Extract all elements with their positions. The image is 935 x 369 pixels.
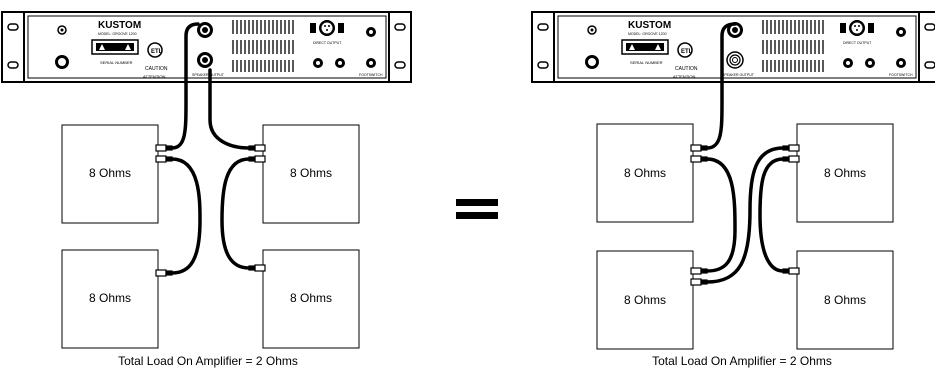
cabinet-bottom-left [61, 249, 159, 349]
vent-grille [762, 20, 824, 72]
etl-logo [677, 42, 693, 58]
right-cabinets: 8 Ohms 8 Ohms 8 Ohms 8 Ohms [596, 123, 894, 350]
cabinet-impedance: 8 Ohms [624, 293, 666, 307]
left-amplifier-panel: KUSTOM MODEL: GROOVE 1200 SERIAL NUMBER … [1, 11, 412, 83]
caution-label: CAUTION [675, 66, 698, 72]
speaker-output-label: SPEAKER OUTPUT [722, 73, 755, 77]
serial-number-label: SERIAL NUMBER [100, 60, 133, 65]
cabinet-bottom-right [262, 249, 360, 349]
cabinet-top-left [61, 124, 159, 224]
amp-model: MODEL: GROOVE 1200 [98, 32, 137, 36]
cabinet-impedance: 8 Ohms [824, 166, 866, 180]
svg-text:ETL: ETL [151, 49, 163, 55]
equals-sign [456, 199, 498, 219]
svg-text:ETL: ETL [681, 49, 693, 55]
cabinet-bottom-right [796, 250, 894, 350]
serial-number-label: SERIAL NUMBER [630, 60, 663, 65]
left-cabinet-jacks [155, 144, 266, 277]
rack-ear-left [531, 11, 555, 83]
amp-brand: KUSTOM [628, 20, 671, 31]
attention-label: ATTENTION [673, 74, 695, 79]
cabinet-top-right [262, 124, 360, 224]
cabinet-impedance: 8 Ohms [624, 166, 666, 180]
cabinet-impedance: 8 Ohms [290, 166, 332, 180]
cabinet-top-right [796, 123, 894, 223]
left-speaker-cables [170, 22, 251, 275]
amp-model: MODEL: GROOVE 1200 [628, 32, 667, 36]
attention-label: ATTENTION [143, 74, 165, 79]
right-speaker-cables [705, 22, 785, 284]
left-caption: Total Load On Amplifier = 2 Ohms [118, 354, 298, 368]
left-cabinets: 8 Ohms 8 Ohms 8 Ohms 8 Ohms [61, 124, 360, 349]
cabinet-bottom-left [596, 250, 694, 350]
direct-output-label: DIRECT OUTPUT [313, 41, 342, 45]
cabinet-impedance: 8 Ohms [89, 291, 131, 305]
amp-brand: KUSTOM [98, 20, 141, 31]
cabinet-impedance: 8 Ohms [89, 166, 131, 180]
cabinet-impedance: 8 Ohms [824, 293, 866, 307]
vent-grille [232, 20, 294, 72]
footswitch-label: FOOTSWITCH [889, 73, 913, 77]
footswitch-label: FOOTSWITCH [359, 73, 383, 77]
right-caption: Total Load On Amplifier = 2 Ohms [652, 354, 832, 368]
cabinet-top-left [596, 123, 694, 223]
rack-ear-left [1, 11, 25, 83]
direct-output-label: DIRECT OUTPUT [843, 41, 872, 45]
cabinet-impedance: 8 Ohms [290, 291, 332, 305]
caution-label: CAUTION [145, 66, 168, 72]
right-cabinet-jacks [690, 144, 800, 286]
etl-logo [147, 42, 163, 58]
rack-ear-right [388, 11, 412, 83]
rack-ear-right [918, 11, 935, 83]
